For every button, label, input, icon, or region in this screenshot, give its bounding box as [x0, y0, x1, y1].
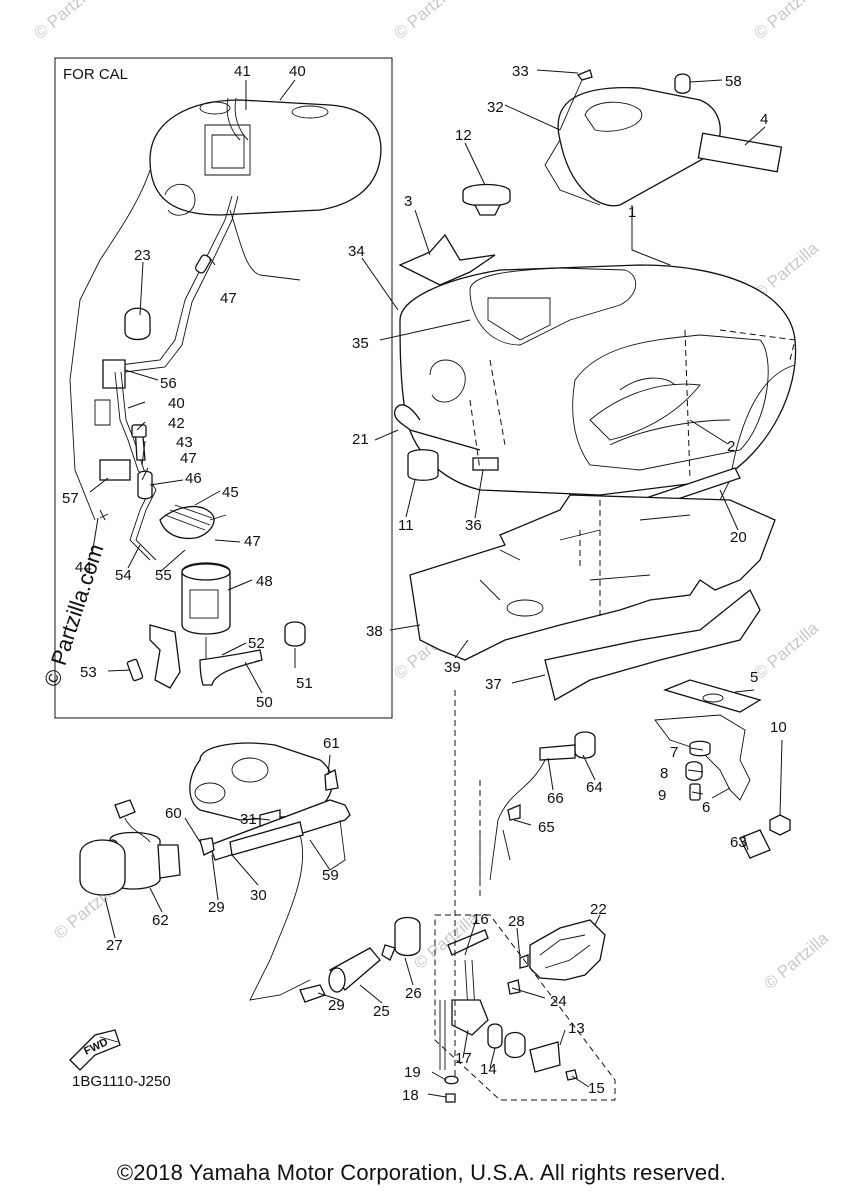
callout-44: 44 [75, 559, 92, 576]
callout-29: 29 [208, 899, 225, 916]
callout-37: 37 [485, 676, 502, 693]
callout-27: 27 [106, 937, 123, 954]
callout-5: 5 [750, 669, 758, 686]
callout-59: 59 [322, 867, 339, 884]
parts-diagram: © Partzilla © Partzilla © Partzilla © Pa… [30, 0, 832, 1104]
inset-drawing [69, 97, 382, 689]
callout-43: 43 [176, 434, 193, 451]
callout-7: 7 [670, 744, 678, 761]
inset-label: FOR CAL [63, 66, 128, 83]
callout-47: 47 [220, 290, 237, 307]
callout-14: 14 [480, 1061, 497, 1078]
callout-12: 12 [455, 127, 472, 144]
callout-56: 56 [160, 375, 177, 392]
callout-3: 3 [404, 193, 412, 210]
callout-2: 2 [727, 438, 735, 455]
callout-50: 50 [256, 694, 273, 711]
callout-labels: 41 40 23 47 56 40 42 43 47 46 45 57 44 5… [62, 63, 787, 1104]
callout-45: 45 [222, 484, 239, 501]
callout-35: 35 [352, 335, 369, 352]
callout-55: 55 [155, 567, 172, 584]
callout-30: 30 [250, 887, 267, 904]
watermark: © Partzilla [750, 618, 822, 683]
callout-47: 47 [180, 450, 197, 467]
callout-28: 28 [508, 913, 525, 930]
callout-10: 10 [770, 719, 787, 736]
leader-lines [89, 69, 783, 1098]
callout-53: 53 [80, 664, 97, 681]
callout-6: 6 [702, 799, 710, 816]
callout-64: 64 [586, 779, 603, 796]
callout-17: 17 [455, 1050, 472, 1067]
callout-4: 4 [760, 111, 768, 128]
callout-11: 11 [398, 517, 414, 534]
watermark: © Partzilla [750, 0, 822, 43]
callout-20: 20 [730, 529, 747, 546]
callout-18: 18 [402, 1087, 419, 1104]
callout-39: 39 [444, 659, 461, 676]
watermark: © Partzilla [30, 0, 102, 43]
callout-42: 42 [168, 415, 185, 432]
callout-24: 24 [550, 993, 567, 1010]
callout-13: 13 [568, 1020, 585, 1037]
callout-63: 63 [730, 834, 747, 851]
callout-52: 52 [248, 635, 265, 652]
callout-33: 33 [512, 63, 529, 80]
callout-57: 57 [62, 490, 79, 507]
callout-48: 48 [256, 573, 273, 590]
drawing-code: 1BG1110-J250 [72, 1073, 171, 1090]
callout-21: 21 [352, 431, 369, 448]
callout-40: 40 [168, 395, 185, 412]
callout-22: 22 [590, 901, 607, 918]
callout-36: 36 [465, 517, 482, 534]
callout-40: 40 [289, 63, 306, 80]
callout-26: 26 [405, 985, 422, 1002]
watermark: © Partzilla [390, 0, 462, 43]
callout-29: 29 [328, 997, 345, 1014]
callout-62: 62 [152, 912, 169, 929]
callout-32: 32 [487, 99, 504, 116]
callout-61: 61 [323, 735, 340, 752]
callout-9: 9 [658, 787, 666, 804]
callout-65: 65 [538, 819, 555, 836]
callout-19: 19 [404, 1064, 421, 1081]
callout-47: 47 [244, 533, 261, 550]
callout-1: 1 [628, 204, 636, 221]
callout-16: 16 [472, 911, 489, 928]
callout-15: 15 [588, 1080, 605, 1097]
inset-frame [54, 57, 393, 719]
watermark: © Partzilla [760, 928, 832, 993]
callout-38: 38 [366, 623, 383, 640]
callout-46: 46 [185, 470, 202, 487]
callout-60: 60 [165, 805, 182, 822]
callout-41: 41 [234, 63, 251, 80]
main-drawing: FWD [69, 69, 797, 1103]
callout-8: 8 [660, 765, 668, 782]
callout-34: 34 [348, 243, 365, 260]
callout-31: 31 [240, 811, 257, 828]
callout-23: 23 [134, 247, 151, 264]
copyright-notice: ©2018 Yamaha Motor Corporation, U.S.A. A… [116, 1160, 727, 1185]
callout-58: 58 [725, 73, 742, 90]
callout-54: 54 [115, 567, 132, 584]
side-watermark: © Partzilla.com [39, 541, 109, 690]
callout-25: 25 [373, 1003, 390, 1020]
callout-51: 51 [296, 675, 313, 692]
callout-66: 66 [547, 790, 564, 807]
